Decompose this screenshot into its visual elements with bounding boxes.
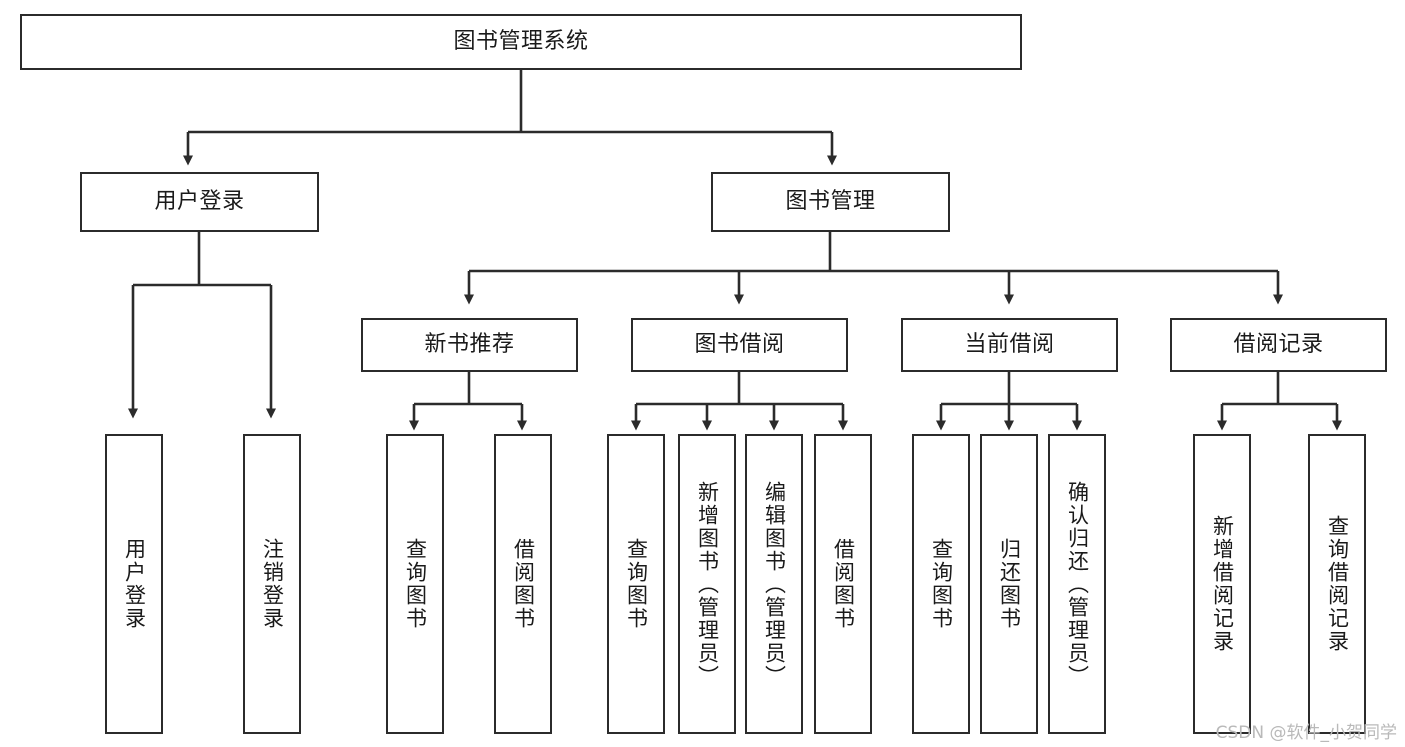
- node-leaf-add-book[interactable]: 新增图书（管理员）: [678, 434, 736, 734]
- node-leaf-user-login-label: 用户登录: [122, 538, 147, 630]
- node-book-borrow-label: 图书借阅: [694, 332, 785, 358]
- node-leaf-edit-book-label: 编辑图书（管理员）: [762, 480, 787, 688]
- node-leaf-add-record[interactable]: 新增借阅记录: [1193, 434, 1251, 734]
- node-book-management[interactable]: 图书管理: [711, 172, 950, 232]
- node-root-label: 图书管理系统: [453, 29, 589, 55]
- node-leaf-query-book-1[interactable]: 查询图书: [386, 434, 444, 734]
- node-leaf-borrow-book-2-label: 借阅图书: [831, 538, 856, 630]
- node-new-book-recommend[interactable]: 新书推荐: [361, 318, 578, 372]
- node-leaf-query-book-3-label: 查询图书: [929, 538, 954, 630]
- node-new-book-recommend-label: 新书推荐: [424, 332, 515, 358]
- node-leaf-query-book-3[interactable]: 查询图书: [912, 434, 970, 734]
- node-leaf-add-book-label: 新增图书（管理员）: [695, 480, 720, 688]
- node-borrow-record-label: 借阅记录: [1233, 332, 1324, 358]
- node-leaf-user-login[interactable]: 用户登录: [105, 434, 163, 734]
- node-leaf-borrow-book-1-label: 借阅图书: [511, 538, 536, 630]
- node-root[interactable]: 图书管理系统: [20, 14, 1022, 70]
- node-leaf-logout-login-label: 注销登录: [260, 538, 285, 630]
- node-leaf-borrow-book-1[interactable]: 借阅图书: [494, 434, 552, 734]
- node-leaf-confirm-return[interactable]: 确认归还（管理员）: [1048, 434, 1106, 734]
- node-leaf-query-book-2[interactable]: 查询图书: [607, 434, 665, 734]
- node-book-borrow[interactable]: 图书借阅: [631, 318, 848, 372]
- node-leaf-query-book-2-label: 查询图书: [624, 538, 649, 630]
- node-leaf-query-record[interactable]: 查询借阅记录: [1308, 434, 1366, 734]
- node-leaf-edit-book[interactable]: 编辑图书（管理员）: [745, 434, 803, 734]
- node-leaf-confirm-return-label: 确认归还（管理员）: [1065, 480, 1090, 688]
- node-leaf-logout-login[interactable]: 注销登录: [243, 434, 301, 734]
- node-borrow-record[interactable]: 借阅记录: [1170, 318, 1387, 372]
- node-book-management-label: 图书管理: [785, 189, 876, 215]
- node-user-login-label: 用户登录: [154, 189, 245, 215]
- node-leaf-return-book-label: 归还图书: [997, 538, 1022, 630]
- node-user-login[interactable]: 用户登录: [80, 172, 319, 232]
- node-leaf-borrow-book-2[interactable]: 借阅图书: [814, 434, 872, 734]
- node-leaf-query-book-1-label: 查询图书: [403, 538, 428, 630]
- node-current-borrow[interactable]: 当前借阅: [901, 318, 1118, 372]
- watermark-text: CSDN @软件_小贺同学: [1215, 723, 1397, 743]
- node-leaf-query-record-label: 查询借阅记录: [1325, 515, 1350, 653]
- node-leaf-return-book[interactable]: 归还图书: [980, 434, 1038, 734]
- node-leaf-add-record-label: 新增借阅记录: [1210, 515, 1235, 653]
- node-current-borrow-label: 当前借阅: [964, 332, 1055, 358]
